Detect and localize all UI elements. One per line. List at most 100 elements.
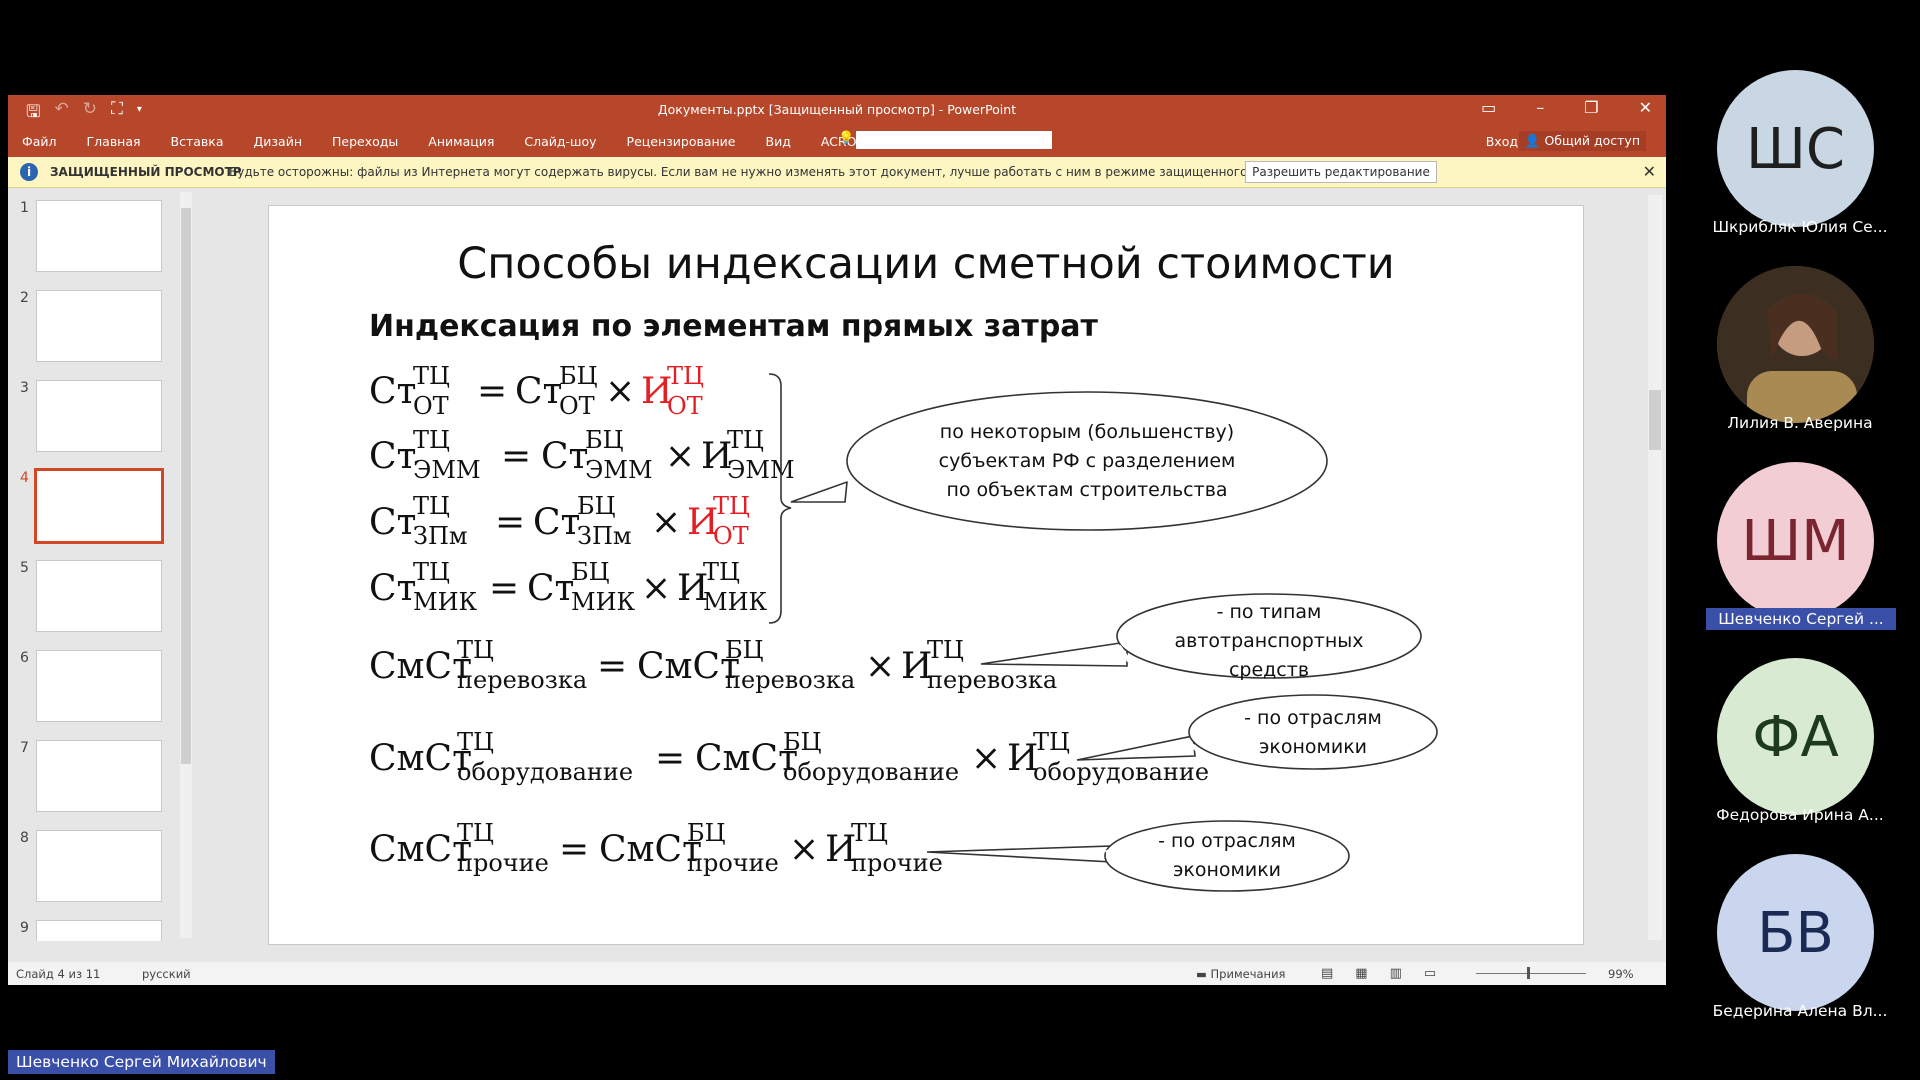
slide-thumbnail-2[interactable] [36,290,162,362]
slide-thumbnail-6[interactable] [36,650,162,722]
tab-home[interactable]: Главная [86,134,141,149]
f-prochie: прочие [457,849,549,877]
share-button[interactable]: 👤 Общий доступ [1518,131,1646,151]
slide-scrollbar[interactable] [1648,195,1662,940]
f-x: × [651,502,681,543]
f-zpm: ЗПм [413,522,468,550]
thumbnails-scrollbar[interactable] [180,192,192,938]
f-eq: = [489,568,519,609]
zoom-slider-knob[interactable] [1527,967,1530,979]
close-icon[interactable]: ✕ [1638,98,1652,117]
slide-thumbnail-1[interactable] [36,200,162,272]
share-label: Общий доступ [1544,133,1640,148]
avatar-initials: ШС [1746,117,1845,182]
tab-animations[interactable]: Анимация [428,134,495,149]
participant-avatar[interactable]: БВ [1717,854,1874,1011]
participant-avatar[interactable]: ФА [1717,658,1874,815]
f-i: И [687,502,718,543]
f-x: × [605,371,635,412]
participant-name: Лилия В. Аверина [1727,414,1873,432]
curly-brace [768,373,792,624]
slide-thumbnail-7[interactable] [36,740,162,812]
reading-view-icon[interactable]: ▥ [1389,966,1402,981]
participant-video[interactable] [1717,266,1874,423]
tab-design[interactable]: Дизайн [253,134,303,149]
f-st: Ст [369,502,416,543]
f-prochie: прочие [687,849,779,877]
participant-avatar[interactable]: ШС [1717,70,1874,227]
save-icon[interactable]: 🖫 [26,102,41,122]
thumb-number: 7 [20,740,29,756]
scrollbar-thumb[interactable] [1649,390,1661,450]
f-st: Ст [369,568,416,609]
ribbon-tabs: Файл Главная Вставка Дизайн Переходы Ани… [8,125,1666,157]
sign-in-link[interactable]: Вход [1485,134,1518,149]
status-bar: Слайд 4 из 11 русский ▬ Примечания ▤ ▦ ▥… [8,962,1666,985]
f-mik: МИК [413,588,478,616]
protected-view-title: ЗАЩИЩЕННЫЙ ПРОСМОТР [50,165,242,179]
f-i: И [701,436,732,477]
f-tc: ТЦ [413,426,450,454]
scrollbar-thumb[interactable] [181,208,191,764]
title-bar: 🖫 ↶ ↻ ⛶ ▾ Документы.pptx [Защищенный про… [8,95,1666,125]
f-tc: ТЦ [927,636,964,664]
tab-slideshow[interactable]: Слайд-шоу [524,134,597,149]
view-buttons: ▤ ▦ ▥ ▭ [1321,966,1436,981]
restore-icon[interactable]: ❐ [1584,98,1599,117]
f-emm: ЭММ [585,456,653,484]
f-st: Ст [369,436,416,477]
tab-review[interactable]: Рецензирование [626,134,736,149]
participant-name: Федорова Ирина А... [1716,806,1884,824]
f-oborudovanie: оборудование [1033,758,1209,786]
enable-editing-button[interactable]: Разрешить редактирование [1245,161,1437,183]
window-title: Документы.pptx [Защищенный просмотр] - P… [657,102,1017,117]
normal-view-icon[interactable]: ▤ [1321,966,1334,981]
slide-sorter-icon[interactable]: ▦ [1355,966,1368,981]
slide-thumbnail-3[interactable] [36,380,162,452]
callout-3-line-2: экономики [1259,736,1367,758]
tab-view[interactable]: Вид [765,134,791,149]
tell-me-input[interactable] [856,131,1052,149]
zoom-slider[interactable] [1476,973,1586,974]
f-emm: ЭММ [413,456,481,484]
notes-button[interactable]: ▬ Примечания [1196,967,1285,981]
callout-4-line-1: - по отраслям [1158,830,1296,852]
slideshow-view-icon[interactable]: ▭ [1423,966,1437,981]
minimize-icon[interactable]: – [1536,98,1545,117]
slide-title: Способы индексации сметной стоимости [457,239,1395,289]
slide-thumbnail-9[interactable] [36,920,162,941]
undo-icon[interactable]: ↶ [54,99,69,119]
slide-thumbnail-5[interactable] [36,560,162,632]
slide-canvas[interactable]: Способы индексации сметной стоимости Инд… [268,205,1584,945]
close-message-icon[interactable]: ✕ [1642,162,1656,181]
f-eq: = [477,371,507,412]
f-i: И [1007,738,1038,779]
customize-qat-icon[interactable]: ▾ [136,104,142,115]
tab-transitions[interactable]: Переходы [332,134,399,149]
zoom-level[interactable]: 99% [1608,967,1634,981]
slide-thumbnail-8[interactable] [36,830,162,902]
lightbulb-icon: 💡 [838,131,855,146]
participant-avatar[interactable]: ШМ [1717,462,1874,619]
protected-view-message: Будьте осторожны: файлы из Интернета мог… [229,165,1323,179]
f-prochie: прочие [851,849,943,877]
avatar-initials: БВ [1757,901,1834,966]
redo-icon[interactable]: ↻ [82,99,97,119]
ribbon-display-icon[interactable]: ▭ [1481,98,1497,117]
f-tc: ТЦ [413,362,450,390]
tab-file[interactable]: Файл [22,134,57,149]
thumb-number: 4 [20,470,29,486]
f-perevozka: перевозка [725,666,855,694]
avatar-initials: ФА [1752,705,1839,770]
notes-icon: ▬ [1196,967,1211,981]
callout-4: - по отраслям экономики [926,820,1350,892]
callout-1-line-3: по объектам строительства [946,479,1227,501]
slide-thumbnail-4[interactable] [34,468,164,544]
f-bc: БЦ [585,426,624,454]
tab-insert[interactable]: Вставка [170,134,224,149]
slideshow-icon[interactable]: ⛶ [110,99,123,119]
f-bc: БЦ [559,362,598,390]
language-indicator[interactable]: русский [142,967,191,981]
slide-subtitle: Индексация по элементам прямых затрат [369,309,1099,344]
f-perevozka: перевозка [457,666,587,694]
